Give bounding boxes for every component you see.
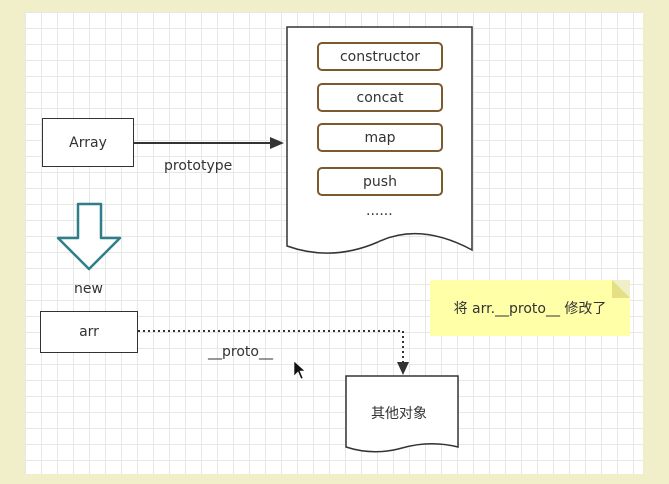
arr-node[interactable]: arr — [40, 311, 138, 353]
sticky-note-fold — [612, 280, 630, 298]
method-label: map — [364, 129, 396, 146]
new-label: new — [74, 281, 103, 297]
diagram-canvas — [25, 12, 643, 474]
method-push[interactable]: push — [317, 167, 443, 196]
array-node[interactable]: Array — [42, 118, 134, 167]
other-object-label: 其他对象 — [371, 406, 427, 422]
method-label: concat — [356, 89, 404, 106]
method-label: push — [363, 173, 397, 190]
proto-edge-label: __proto__ — [208, 344, 273, 360]
arr-node-label: arr — [79, 324, 99, 340]
method-map[interactable]: map — [317, 123, 443, 152]
prototype-edge-label: prototype — [164, 158, 233, 174]
method-label: constructor — [339, 48, 421, 65]
method-concat[interactable]: concat — [317, 83, 443, 112]
sticky-note[interactable]: 将 arr.__proto__ 修改了 — [430, 280, 630, 336]
sticky-note-text: 将 arr.__proto__ 修改了 — [453, 301, 607, 317]
method-constructor[interactable]: constructor — [317, 42, 443, 71]
methods-ellipsis: ...... — [366, 203, 393, 219]
array-node-label: Array — [69, 134, 107, 151]
